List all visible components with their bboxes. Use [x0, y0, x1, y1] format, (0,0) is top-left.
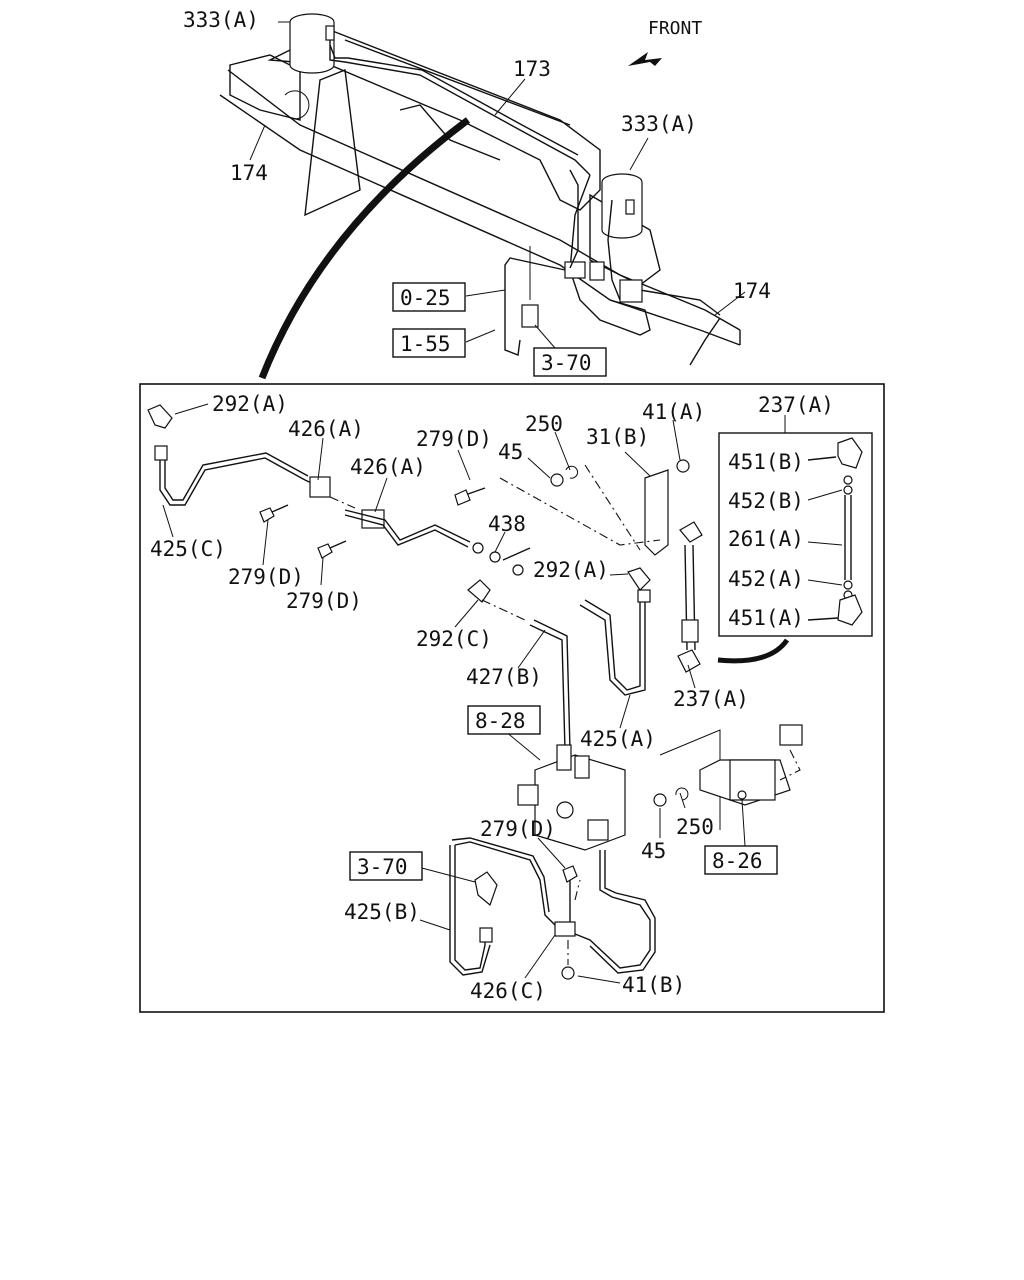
front-direction-indicator: FRONT	[628, 18, 702, 66]
label-41a: 41(A)	[642, 400, 705, 424]
detail-frame	[139, 383, 885, 1013]
svg-text:8-26: 8-26	[712, 849, 763, 873]
svg-text:3-70: 3-70	[541, 351, 592, 375]
air-tank-right-icon	[601, 173, 643, 239]
label-frame-right: 174	[733, 279, 771, 303]
label-452a: 452(A)	[728, 567, 804, 591]
chassis-overview	[219, 13, 746, 380]
hose-assembly-detail: 451(B) 452(B) 261(A) 452(A) 451(A)	[718, 432, 873, 637]
svg-text:1-55: 1-55	[400, 332, 451, 356]
label-426a-2: 426(A)	[350, 455, 426, 479]
label-292a-mid: 292(A)	[533, 558, 609, 582]
air-tank-left-icon	[289, 13, 335, 74]
label-425b: 425(B)	[344, 900, 420, 924]
label-451b: 451(B)	[728, 450, 804, 474]
label-41b: 41(B)	[622, 973, 685, 997]
label-237a-top: 237(A)	[758, 393, 834, 417]
label-tank-left: 333(A)	[183, 8, 259, 32]
ref-box-3-70-detail[interactable]: 3-70	[349, 851, 423, 881]
label-261a: 261(A)	[728, 527, 804, 551]
ref-box-1-55[interactable]: 1-55	[392, 328, 466, 358]
label-425c: 425(C)	[150, 537, 226, 561]
label-45-bottom: 45	[641, 839, 666, 863]
label-292a-top: 292(A)	[212, 392, 288, 416]
label-279d-left1: 279(D)	[228, 565, 304, 589]
ref-box-8-26[interactable]: 8-26	[704, 845, 778, 875]
label-452b: 452(B)	[728, 489, 804, 513]
ref-box-0-25[interactable]: 0-25	[392, 282, 466, 312]
label-426c: 426(C)	[470, 979, 546, 1003]
front-arrow-icon	[628, 52, 662, 66]
label-250-top: 250	[525, 412, 563, 436]
svg-text:0-25: 0-25	[400, 286, 451, 310]
ref-box-8-28[interactable]: 8-28	[467, 705, 541, 735]
front-label: FRONT	[648, 18, 702, 39]
label-279d-bottom: 279(D)	[480, 817, 556, 841]
valve-block-icon	[517, 744, 626, 851]
label-237a-mid: 237(A)	[673, 687, 749, 711]
svg-text:3-70: 3-70	[357, 855, 408, 879]
ref-box-3-70-top[interactable]: 3-70	[533, 347, 607, 377]
label-451a: 451(A)	[728, 606, 804, 630]
label-31b: 31(B)	[586, 425, 649, 449]
label-292c: 292(C)	[416, 627, 492, 651]
label-frame-left: 174	[230, 161, 268, 185]
label-crossmember: 173	[513, 57, 551, 81]
svg-text:8-28: 8-28	[475, 709, 526, 733]
solenoid-valve-icon	[699, 724, 803, 806]
label-tank-right: 333(A)	[621, 112, 697, 136]
label-427b: 427(B)	[466, 665, 542, 689]
label-426a-1: 426(A)	[288, 417, 364, 441]
detail-piping	[147, 403, 803, 984]
label-250-bottom: 250	[676, 815, 714, 839]
label-45-top: 45	[498, 440, 523, 464]
label-279d-left2: 279(D)	[286, 589, 362, 613]
label-425a: 425(A)	[580, 727, 656, 751]
label-438: 438	[488, 512, 526, 536]
label-279d-top: 279(D)	[416, 427, 492, 451]
